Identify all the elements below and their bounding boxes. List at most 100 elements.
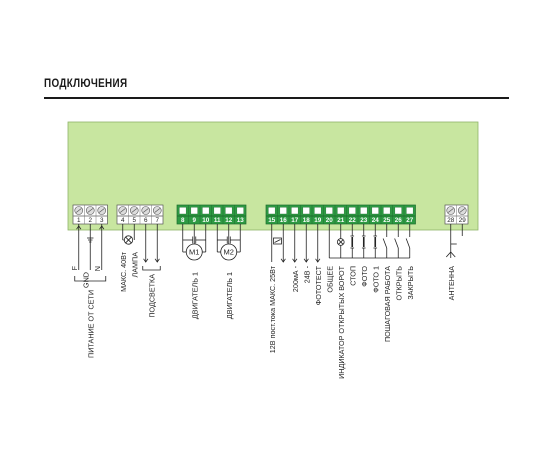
screw-slot-icon (225, 206, 233, 215)
screw-slot-icon (325, 206, 333, 215)
terminal-number: 20 (326, 217, 334, 224)
arrow-down-icon (292, 258, 298, 263)
screw-slot-icon (213, 206, 221, 215)
wires (74, 224, 463, 282)
screw-slot-icon (279, 206, 287, 215)
screw-slot (119, 208, 126, 213)
terminal-number: 8 (181, 217, 185, 224)
terminal-number: 28 (447, 217, 455, 224)
arrow-down-icon (315, 258, 321, 263)
label-no-1: ПОШАГОВАЯ РАБОТА (383, 266, 392, 342)
motor-1-label: ДВИГАТЕЛЬ 1 (190, 272, 199, 319)
screw-slot-icon (371, 206, 379, 215)
nc-contact-icon (351, 237, 354, 247)
no-contact-icon (405, 238, 411, 249)
terminal-number: 17 (291, 217, 299, 224)
antenna-icon (445, 251, 452, 258)
screw-slot-icon (360, 206, 368, 215)
terminal-number: 7 (155, 217, 159, 224)
arrow-up-icon (76, 225, 82, 230)
nc-contact-icon (374, 237, 377, 247)
terminal-number: 2 (88, 217, 92, 224)
screw-slot-icon (394, 206, 402, 215)
screw-slot-icon (406, 206, 414, 215)
label-nc-3: ФОТО 1 (371, 266, 380, 293)
label-power: ПИТАНИЕ ОТ СЕТИ (86, 290, 95, 358)
motor-icon (220, 243, 238, 261)
screw-slot-icon (291, 206, 299, 215)
screw-slot (447, 208, 454, 213)
screw-slot-icon (383, 206, 391, 215)
supply-mark: N (93, 266, 102, 271)
arrow-down-icon (154, 258, 160, 263)
label-light: ПОДСВЕТКА (148, 274, 157, 318)
motor-icon (185, 243, 203, 261)
label-phototest: ФОТОТЕСТ (314, 265, 323, 305)
screw-slot-icon (202, 206, 210, 215)
motor-1: M1 (189, 248, 199, 257)
screw-slot-icon (190, 206, 198, 215)
label-nc-1: СТОП (348, 266, 357, 286)
lamp-icon (125, 236, 132, 244)
terminal-number: 1 (77, 217, 81, 224)
terminal-number: 16 (280, 217, 288, 224)
nc-contact-icon (362, 237, 365, 247)
terminal-number: 10 (202, 217, 210, 224)
label-no-2: ОТКРЫТЬ (394, 266, 403, 301)
bracket (74, 276, 107, 282)
terminal-number: 19 (314, 217, 322, 224)
terminal-number: 3 (100, 217, 104, 224)
title-underline (44, 97, 509, 99)
terminal-number: 24 (372, 217, 380, 224)
terminal-number: 23 (360, 217, 368, 224)
terminal-block-antenna: 28 29 (444, 204, 469, 225)
indicator-lamp-icon (338, 239, 344, 245)
terminal-number: 21 (337, 217, 345, 224)
arrow-down-icon (280, 258, 286, 263)
terminal-number: 13 (237, 217, 245, 224)
label-gate-indicator: ИНДИКАТОР ОТКРЫТЫХ ВОРОТ (337, 265, 346, 378)
terminal-number: 15 (268, 217, 276, 224)
screw-slot-icon (236, 206, 244, 215)
terminal-number: 6 (144, 217, 148, 224)
terminal-number: 29 (459, 217, 467, 224)
terminal-number: 9 (192, 217, 196, 224)
screw-slot (75, 208, 82, 213)
label-nc-2: ФОТО (360, 266, 369, 287)
terminal-number: 26 (395, 217, 403, 224)
label-common: ОБЩЕЕ (325, 266, 334, 293)
relay-icon (274, 239, 281, 243)
label-lamp: ЛАМПА (130, 252, 139, 278)
screw-slot (98, 208, 105, 213)
screw-slot (87, 208, 94, 213)
screw-slot (459, 208, 466, 213)
screw-slot-icon (314, 206, 322, 215)
label-24v: 24В - (302, 265, 311, 283)
screw-slot (131, 208, 138, 213)
terminal-number: 5 (132, 217, 136, 224)
screw-slot-icon (302, 206, 310, 215)
terminal-number: 4 (121, 217, 125, 224)
terminal-number: 11 (214, 217, 221, 224)
label-antenna: АНТЕННА (447, 266, 456, 301)
antenna-icon (450, 251, 456, 258)
label-lamp-power: МАКС. 40Вт (119, 251, 128, 292)
label-200ma: 200мА - (291, 265, 300, 292)
label-12v-output: 12В пост.тока МАКС. 25Вт (268, 265, 277, 353)
screw-slot-icon (179, 206, 187, 215)
terminal-number: 27 (406, 217, 414, 224)
screw-slot (154, 208, 161, 213)
page-title: ПОДКЛЮЧЕНИЯ (44, 78, 128, 90)
screw-slot-icon (337, 206, 345, 215)
no-contact-icon (382, 238, 388, 249)
bracket (142, 266, 161, 271)
arrow-down-icon (143, 258, 149, 263)
screw-slot-icon (348, 206, 356, 215)
motor-2-label: ДВИГАТЕЛЬ 1 (225, 272, 234, 319)
supply-mark: GND (81, 272, 90, 288)
